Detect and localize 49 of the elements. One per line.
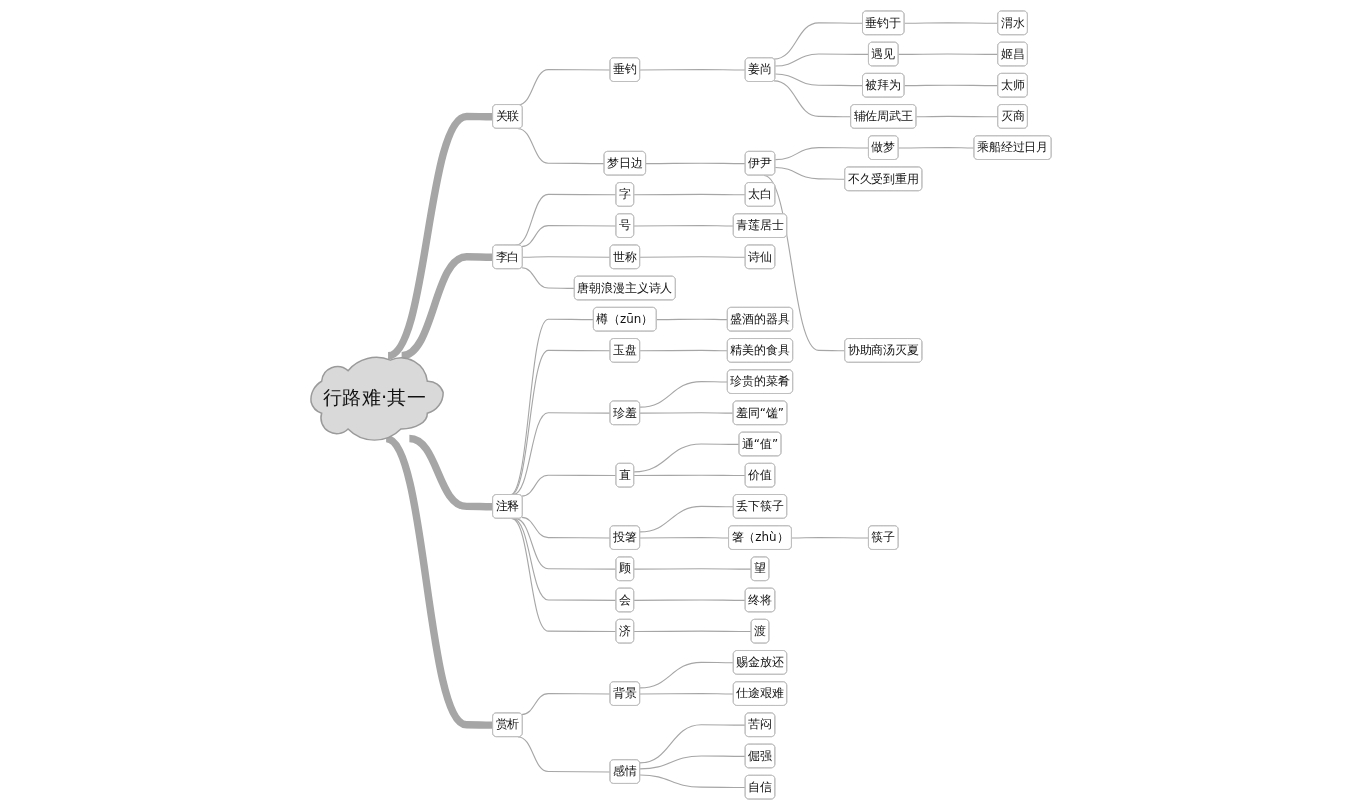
connector	[639, 505, 735, 532]
connector	[774, 52, 870, 67]
connector	[633, 630, 752, 632]
connector	[639, 536, 730, 538]
connector	[633, 567, 752, 570]
connector	[384, 434, 493, 729]
connector	[633, 193, 746, 195]
connector	[763, 174, 846, 351]
connector	[633, 598, 746, 601]
connector	[408, 434, 493, 510]
connector	[639, 411, 734, 414]
connector	[639, 255, 746, 258]
connector	[774, 72, 864, 86]
connector	[386, 112, 493, 359]
connector	[521, 224, 617, 247]
connector	[903, 21, 999, 24]
connector	[773, 21, 864, 60]
connector	[639, 692, 735, 694]
connector	[521, 692, 611, 715]
connector	[897, 146, 975, 149]
connector	[511, 517, 617, 632]
connector	[915, 115, 999, 117]
connector	[791, 536, 870, 538]
connector	[903, 84, 999, 86]
connector	[400, 252, 493, 359]
connector	[774, 146, 870, 160]
connector	[639, 68, 746, 71]
connector	[656, 318, 729, 320]
connector	[773, 79, 852, 117]
connector	[515, 517, 617, 570]
connector	[639, 349, 729, 351]
connector	[639, 773, 746, 788]
connector	[521, 516, 611, 538]
connector	[639, 723, 746, 763]
connector	[897, 52, 999, 55]
connector	[521, 266, 576, 289]
connector	[633, 224, 735, 227]
connector	[521, 474, 617, 497]
connector	[639, 754, 746, 769]
connector	[633, 474, 746, 476]
connector	[645, 162, 746, 164]
connector	[517, 735, 611, 772]
connector	[517, 127, 605, 164]
connector	[512, 517, 617, 601]
connector	[522, 255, 611, 258]
connector	[633, 442, 740, 472]
connector	[639, 661, 735, 688]
connector	[639, 380, 729, 408]
connector	[774, 166, 846, 180]
